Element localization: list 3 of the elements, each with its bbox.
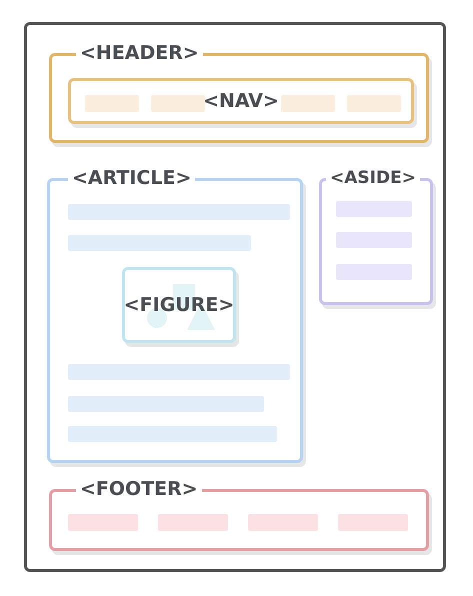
tag-label: <FIGURE> xyxy=(122,294,236,316)
tag-label: <NAV> xyxy=(202,90,280,112)
page-frame xyxy=(24,22,446,572)
